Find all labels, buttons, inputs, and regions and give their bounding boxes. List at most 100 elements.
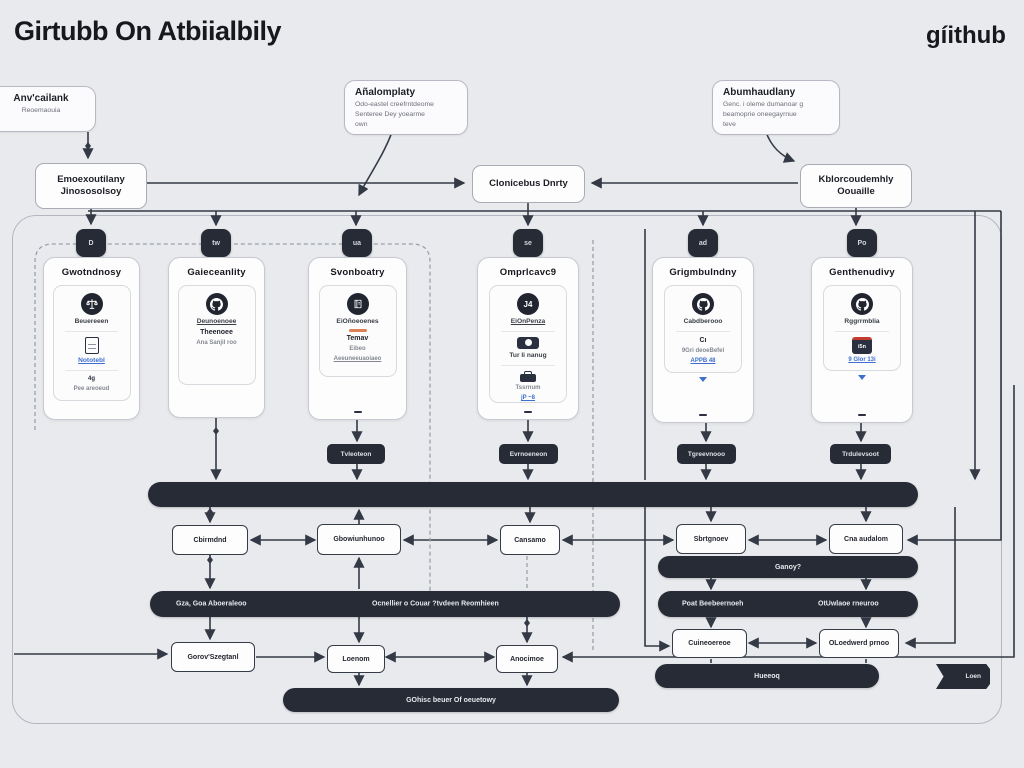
bottom-process-bar: GOhisc beuer Of oeuetowy <box>283 688 619 712</box>
card-bottom-dash <box>699 413 707 416</box>
flow-node: Sbrtgnoev <box>676 524 746 554</box>
scales-icon <box>80 293 103 315</box>
card-item-label: Deunoenoee <box>196 318 237 325</box>
column-tab-icon: D <box>76 229 106 257</box>
icon-glyph: J4 <box>523 299 533 309</box>
octocat-icon <box>851 293 873 315</box>
octocat-icon <box>692 293 714 315</box>
tab-glyph: ad <box>698 239 708 247</box>
pill-text: Tgreevnooo <box>687 450 726 458</box>
card-panel: Cabdberooo Cı 9Gri deoeBefel APPB 48 <box>664 285 742 373</box>
callout-line: Genc. i oleme dumanoar g <box>723 101 804 108</box>
callout-left: Anv'cailank Reoemaouia <box>0 86 96 132</box>
flag-ribbon: Loen <box>936 664 990 689</box>
node-center-top: Clonicebus Dnrty <box>472 165 585 203</box>
column-tab-icon: se <box>513 229 543 257</box>
left-process-bar: Gza, Goa Aboeraleoo Ocnellier o Couar ?t… <box>150 591 620 617</box>
callout-right: Abumhaudlany Genc. i oleme dumanoar g be… <box>712 80 840 135</box>
card-panel: Deunoenoee Theenoee Ana Sanjil roo <box>177 285 256 385</box>
briefcase-icon <box>520 370 536 382</box>
flow-node: Cuineoereoe <box>672 629 747 658</box>
node-label: Anocimoe <box>510 655 544 663</box>
flow-label-pill: Tvleoteon <box>327 444 385 464</box>
card-title: Gaieceanlity <box>187 267 246 278</box>
card-bottom-dash <box>353 410 362 413</box>
node-label: Cansamo <box>514 536 546 544</box>
card-panel: EiOñoeoenes Temav Eibeo Aeeuneeuaoiaeo <box>318 285 397 377</box>
book-icon <box>346 293 369 315</box>
pill-text: Trdulevsoot <box>842 450 879 458</box>
tab-glyph: se <box>524 239 532 247</box>
node-label: Clonicebus Dnrty <box>489 178 568 190</box>
callout-title: Añalomplaty <box>355 87 416 98</box>
node-label: Loenom <box>342 655 370 663</box>
card-item-label: 9Gri deoeBefel <box>681 348 725 355</box>
bar-text: GOhisc beuer Of oeuetowy <box>406 696 496 704</box>
node-label: Gorov'Szegtanl <box>187 653 239 661</box>
card-item-label: Tur li nanug <box>509 351 547 359</box>
flow-node: Anocimoe <box>496 645 558 673</box>
right-bottom-bar: Hueeoq <box>655 664 879 688</box>
pill-text: Tvleoteon <box>340 450 372 458</box>
card-panel: Rggrrmblia i5n 9 Glor 13i <box>823 285 901 371</box>
card-title: Gwotndnosy <box>61 267 122 278</box>
node-left-top: Emoexoutilany Jinososolsoy <box>35 163 147 209</box>
node-right-top: Kblorcoudemhly Oouaille <box>800 164 912 208</box>
bar-text: Ocnellier o Couar ?tvdeen Reomhieen <box>372 600 499 608</box>
card-column-5: Grigmbulndny Cabdberooo Cı 9Gri deoeBefe… <box>652 257 754 423</box>
card-item-label: Beuereeen <box>74 318 109 325</box>
callout-line: own <box>355 120 368 128</box>
callout-middle: Añalomplaty Odo-eastel creefrntdeome Sen… <box>344 80 468 135</box>
card-item-label: Cı <box>699 336 707 344</box>
divider <box>501 364 555 366</box>
card-title: Svonboatry <box>330 267 385 278</box>
tab-glyph: tw <box>212 239 220 247</box>
card-column-4: Omprlcavc9 J4 EiOnPenza Tur li nanug Tss… <box>477 257 579 420</box>
node-label: Jinososolsoy <box>60 186 122 197</box>
flow-node: Cna audalom <box>829 524 903 554</box>
card-title: Genthenudivy <box>829 267 895 278</box>
card-panel: J4 EiOnPenza Tur li nanug Tssrnum jP ~8 <box>489 285 567 403</box>
node-label: Kblorcoudemhly <box>818 174 894 186</box>
bar-text: Hueeoq <box>754 672 780 680</box>
node-label: Cuineoereoe <box>688 640 731 647</box>
camera-icon <box>517 336 539 349</box>
card-panel: Beuereeen Nototebl 4g Pee areoeud <box>52 285 131 401</box>
card-title: Grigmbulndny <box>669 267 737 278</box>
card-item-label: Eibeo <box>349 346 366 353</box>
right-pill-bar: Ganoy? <box>658 556 918 578</box>
bar-text: Ganoy? <box>774 563 802 571</box>
card-column-6: Genthenudivy Rggrrmblia i5n 9 Glor 13i <box>811 257 913 423</box>
flow-node: Gbowiunhunoo <box>317 524 401 555</box>
flow-node: OLoedwerd prnoo <box>819 629 899 658</box>
node-label: Emoexoutilany <box>57 174 125 186</box>
card-item-label: Theenoee <box>200 328 233 336</box>
bar-text: Gza, Goa Aboeraleoo <box>176 600 247 608</box>
bar-text: OtUwlaoe rneuroo <box>818 600 879 608</box>
column-tab-icon: Po <box>847 229 877 257</box>
callout-title: Anv'cailank <box>13 93 69 104</box>
callout-line: Odo-eastel creefrntdeome <box>355 101 434 108</box>
flow-node: Cbirmdnd <box>172 525 248 555</box>
card-item-label: Pee areoeud <box>73 386 110 392</box>
card-item-label: Tssrnum <box>515 384 541 391</box>
card-column-2: Gaieceanlity Deunoenoee Theenoee Ana San… <box>168 257 265 418</box>
node-label: Oouaille <box>837 186 875 197</box>
card-column-1: Gwotndnosy Beuereeen Nototebl 4g Pee are… <box>43 257 140 420</box>
chevron-down-icon <box>699 377 707 382</box>
callout-line: Senteree Dey yoearme <box>355 110 425 118</box>
flow-label-pill: Evrnoeneon <box>499 444 558 464</box>
badge-icon: J4 <box>517 293 539 315</box>
right-process-bar: Poat Beebeernoeh OtUwlaoe rneuroo <box>658 591 918 617</box>
page-title: Girtubb On Atbiialbily <box>14 16 282 46</box>
document-icon <box>84 336 99 354</box>
card-item-label: APPB 48 <box>690 358 716 365</box>
callout-line: Reoemaouia <box>21 107 61 114</box>
flow-node: Cansamo <box>500 525 560 555</box>
column-tab-icon: ua <box>342 229 372 257</box>
icon-glyph: i5n <box>858 343 866 350</box>
camera-badge-icon: i5n <box>852 336 872 354</box>
flow-label-pill: Tgreevnooo <box>677 444 736 464</box>
spark-icon: 4g <box>87 375 95 382</box>
